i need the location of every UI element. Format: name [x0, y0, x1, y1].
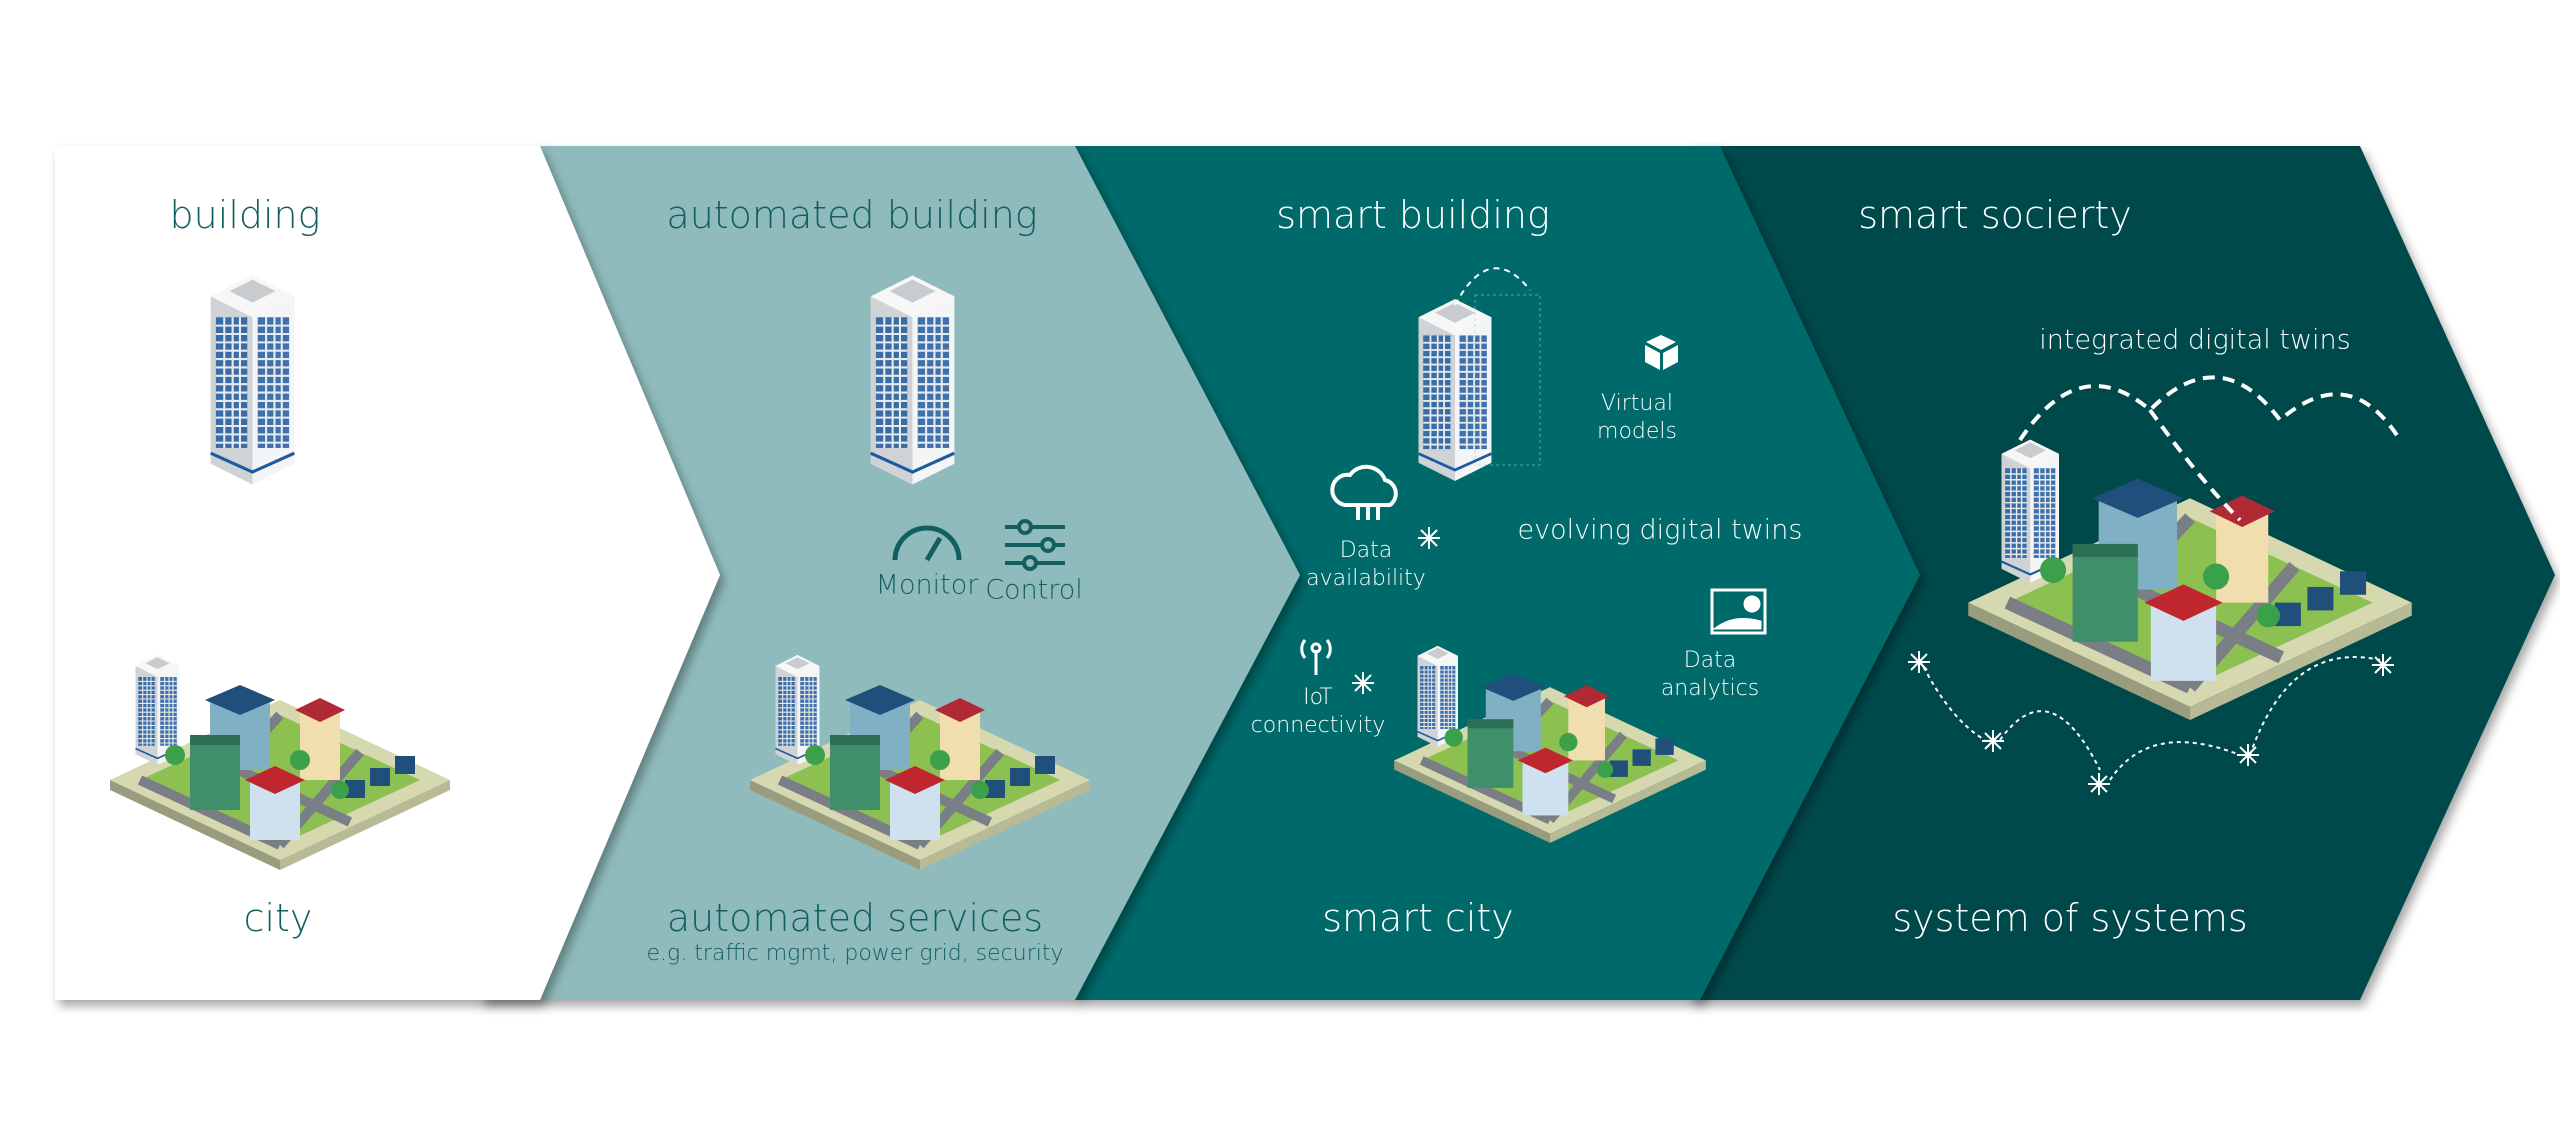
stage-3-chevron [1075, 146, 1920, 1000]
monitor-label: Monitor [875, 569, 979, 601]
sparkle-icon [1352, 672, 1374, 694]
stage-4-center-label: integrated digital twins [2039, 324, 2351, 356]
control-label: Control [985, 574, 1083, 606]
virtual-building-wireframe [1474, 294, 1541, 466]
digital-twin-links [2018, 375, 2402, 522]
stage-4-top-label: smart socierty [1858, 193, 2132, 237]
stage-4-bottom-label: system of systems [1892, 896, 2248, 940]
stage-3-top-label: smart building [1276, 193, 1550, 237]
cloud-icon [1330, 464, 1398, 520]
stage-2-bottom-sub: e.g. traffic mgmt, power grid, security [646, 941, 1064, 966]
control-sliders-icon [1005, 519, 1065, 571]
antenna-icon [1300, 639, 1332, 675]
analytics-screen-icon [1710, 588, 1767, 635]
sparkle-icon [1418, 527, 1440, 549]
building-illustration [1417, 297, 1493, 483]
sparkle-icon [1908, 651, 2394, 795]
stage-2-top-label: automated building [666, 193, 1038, 237]
building-illustration [868, 273, 957, 487]
stage-2-chevron [480, 146, 1300, 1000]
stage-3-bottom-label: smart city [1322, 896, 1514, 940]
stage-2-bottom-label: automated services [666, 896, 1044, 940]
stage-1-top-label: building [169, 193, 321, 237]
stage-1-bottom-label: city [243, 896, 313, 940]
stage-3-center-label: evolving digital twins [1517, 514, 1803, 546]
monitor-icon [892, 525, 962, 562]
building-illustration [208, 273, 297, 487]
cube-icon [1645, 335, 1678, 370]
